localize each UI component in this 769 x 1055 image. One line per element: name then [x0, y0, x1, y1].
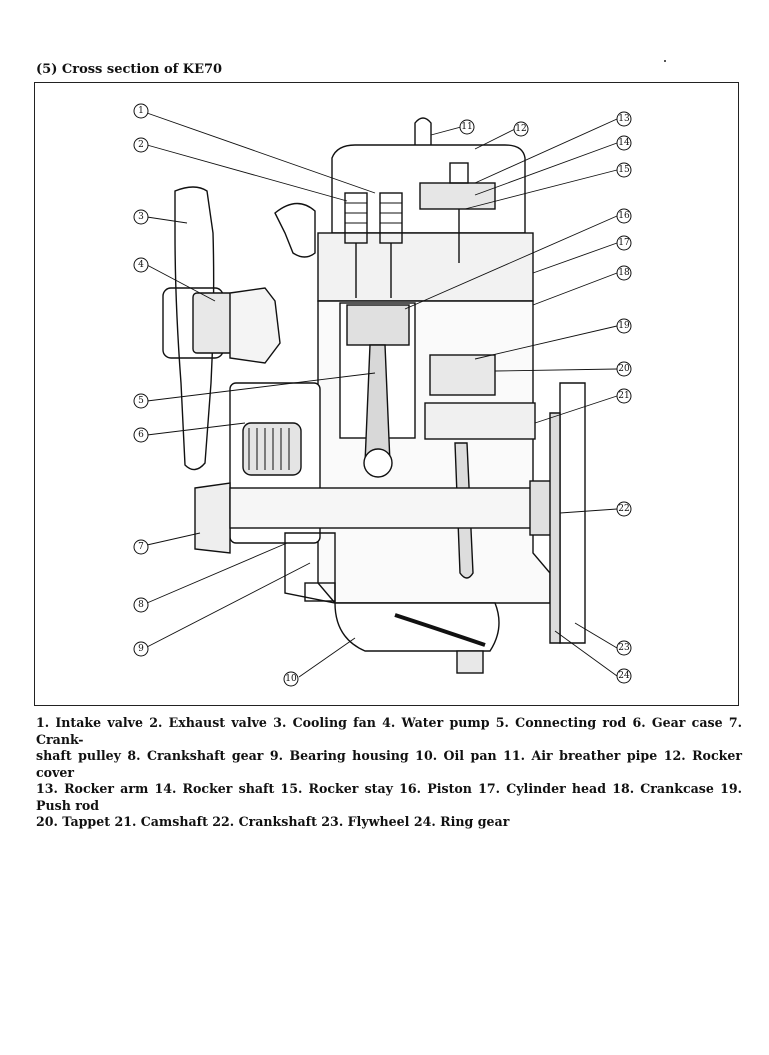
water-pump [229, 287, 281, 364]
svg-text:16: 16 [618, 211, 630, 221]
callout-22: 22 [616, 501, 632, 517]
leader-lines [146, 112, 618, 678]
callout-21: 21 [616, 388, 632, 404]
callout-3: 3 [133, 209, 149, 225]
callout-12: 12 [513, 121, 529, 137]
svg-text:9: 9 [138, 644, 144, 654]
callout-23: 23 [616, 640, 632, 656]
callout-markers: 1 2 3 4 5 6 7 8 9 10 11 12 13 14 15 16 1… [133, 103, 632, 687]
svg-text:17: 17 [618, 238, 630, 248]
callout-13: 13 [616, 111, 632, 127]
svg-text:24: 24 [618, 671, 630, 681]
callout-14: 14 [616, 135, 632, 151]
svg-text:1: 1 [138, 106, 144, 116]
svg-text:8: 8 [138, 600, 144, 610]
callout-20: 20 [616, 361, 632, 377]
svg-text:18: 18 [618, 268, 630, 278]
callout-4: 4 [133, 257, 149, 273]
svg-text:10: 10 [285, 674, 297, 684]
parts-legend: 1. Intake valve 2. Exhaust valve 3. Cool… [36, 715, 742, 831]
rocker-arm [419, 182, 496, 210]
ring-gear [549, 412, 561, 644]
valve-springs [344, 192, 403, 298]
figure-title: (5) Cross section of KE70 [36, 62, 223, 77]
callout-2: 2 [133, 137, 149, 153]
crankshaft [229, 487, 566, 529]
air-breather-pipe [414, 117, 432, 145]
callout-8: 8 [133, 597, 149, 613]
piston [346, 304, 410, 346]
callout-17: 17 [616, 235, 632, 251]
svg-text:21: 21 [618, 391, 629, 401]
svg-text:22: 22 [618, 504, 629, 514]
svg-text:23: 23 [618, 643, 630, 653]
svg-text:20: 20 [618, 364, 630, 374]
diagram-frame: 1 2 3 4 5 6 7 8 9 10 11 12 13 14 15 16 1… [34, 82, 739, 706]
legend-line-3: 13. Rocker arm 14. Rocker shaft 15. Rock… [36, 781, 742, 813]
callout-24: 24 [616, 668, 632, 684]
callout-10: 10 [283, 671, 299, 687]
svg-text:13: 13 [618, 114, 630, 124]
camshaft [424, 402, 536, 440]
intake-elbow [274, 202, 316, 258]
svg-text:11: 11 [461, 122, 472, 132]
crankshaft-gear [242, 422, 302, 476]
crankshaft-pulley [194, 482, 231, 554]
engine-cross-section: 1 2 3 4 5 6 7 8 9 10 11 12 13 14 15 16 1… [133, 103, 632, 687]
svg-text:12: 12 [515, 124, 526, 134]
legend-line-4: 20. Tappet 21. Camshaft 22. Crankshaft 2… [36, 814, 510, 829]
speck [664, 60, 666, 62]
callout-9: 9 [133, 641, 149, 657]
callout-6: 6 [133, 427, 149, 443]
legend-line-2: shaft pulley 8. Crankshaft gear 9. Beari… [36, 748, 742, 780]
svg-text:4: 4 [138, 260, 144, 270]
callout-18: 18 [616, 265, 632, 281]
callout-16: 16 [616, 208, 632, 224]
svg-text:3: 3 [138, 212, 144, 222]
cylinder-head [317, 232, 534, 302]
callout-11: 11 [459, 119, 475, 135]
oil-pan [334, 602, 500, 652]
svg-text:14: 14 [618, 138, 630, 148]
callout-19: 19 [616, 318, 632, 334]
callout-7: 7 [133, 539, 149, 555]
svg-text:15: 15 [618, 165, 630, 175]
svg-text:5: 5 [138, 396, 144, 406]
svg-text:19: 19 [618, 321, 630, 331]
legend-line-1: 1. Intake valve 2. Exhaust valve 3. Cool… [36, 715, 742, 747]
callout-15: 15 [616, 162, 632, 178]
tappet [429, 354, 496, 396]
callout-5: 5 [133, 393, 149, 409]
svg-text:2: 2 [138, 140, 144, 150]
svg-text:6: 6 [138, 430, 144, 440]
callout-1: 1 [133, 103, 149, 119]
svg-text:7: 7 [138, 542, 144, 552]
